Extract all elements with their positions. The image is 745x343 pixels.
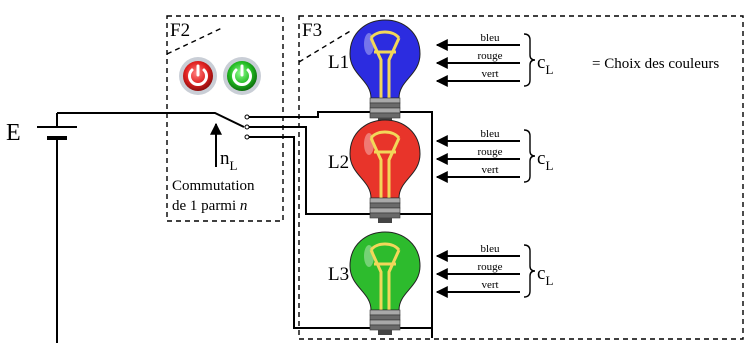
lamp-label-2: L2: [328, 152, 349, 173]
colour-inputs: bleu rouge vert cL bleu rouge vert cL bleu rouge v…: [435, 32, 553, 298]
colour-choice-symbol: cL: [537, 263, 553, 288]
frame-f2: F2: [166, 15, 284, 222]
lamp-base: [369, 197, 401, 223]
colour-input-group-1: bleu rouge vert cL: [435, 32, 553, 87]
frame-f2-label: F2: [170, 20, 190, 41]
battery-label: E: [6, 120, 21, 146]
colour-input-label-bleu: bleu: [481, 32, 500, 44]
lamp-filament: [369, 130, 401, 198]
brace: [523, 129, 536, 183]
colour-input-group-2: bleu rouge vert cL: [435, 128, 553, 183]
lamp-bulb-glass: [349, 231, 421, 311]
lamp-filament: [369, 30, 401, 98]
colour-input-group-3: bleu rouge vert cL: [435, 243, 553, 298]
lamp-label-1: L1: [328, 52, 349, 73]
circuit-wires: [57, 111, 433, 338]
colour-input-label-bleu: bleu: [481, 243, 500, 255]
lamp-filament: [369, 242, 401, 310]
lamp-base: [369, 309, 401, 335]
lamp-bulb-glass: [349, 19, 421, 99]
power-on-button[interactable]: [223, 57, 261, 95]
switch-control: nL Commutation de 1 parmi n: [172, 122, 255, 214]
colour-choice-legend: = Choix des couleurs: [592, 56, 719, 72]
brace: [523, 244, 536, 298]
lamp-bulb-glass: [349, 119, 421, 199]
colour-input-label-vert: vert: [481, 68, 498, 80]
colour-input-label-rouge: rouge: [477, 146, 502, 158]
lamp-1: L1: [328, 19, 421, 123]
power-on-icon: [232, 64, 252, 86]
colour-input-label-rouge: rouge: [477, 261, 502, 273]
lamp-base: [369, 97, 401, 123]
colour-input-label-rouge: rouge: [477, 50, 502, 62]
lamp-label-3: L3: [328, 264, 349, 285]
switch-caption-line1: Commutation: [172, 178, 255, 194]
lamp-2: L2: [328, 119, 421, 223]
colour-input-label-vert: vert: [481, 164, 498, 176]
switch-control-label: nL: [220, 148, 238, 173]
colour-choice-symbol: cL: [537, 148, 553, 173]
switch-caption-line2: de 1 parmi n: [172, 198, 247, 214]
power-off-icon: [188, 64, 208, 86]
colour-input-label-vert: vert: [481, 279, 498, 291]
colour-input-label-bleu: bleu: [481, 128, 500, 140]
colour-choice-symbol: cL: [537, 52, 553, 77]
battery: E: [6, 113, 77, 343]
frame-f3: F3: [298, 15, 744, 340]
lamp-3: L3: [328, 231, 421, 335]
frame-f3-label: F3: [302, 20, 322, 41]
brace: [523, 33, 536, 87]
power-off-button[interactable]: [179, 57, 217, 95]
